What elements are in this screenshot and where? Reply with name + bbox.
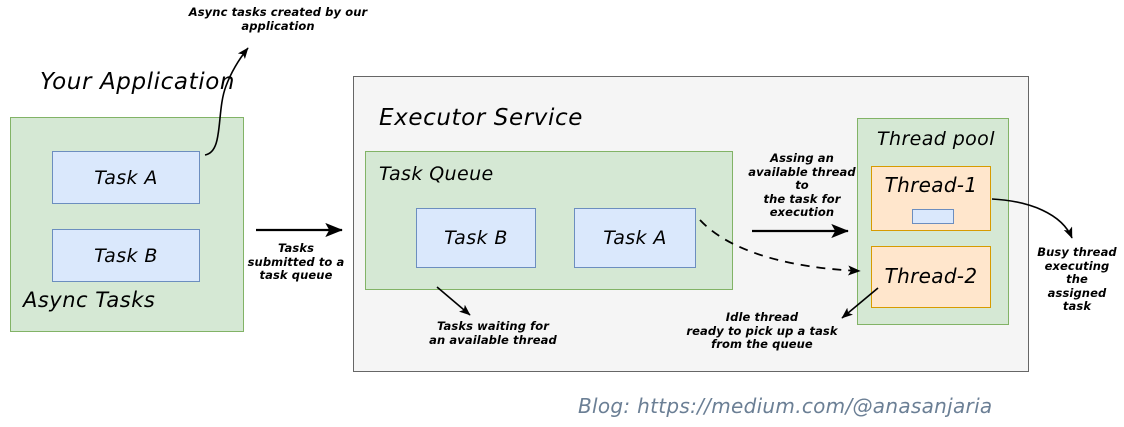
queue-task-a-label: Task A xyxy=(603,227,667,249)
annotation-tasks-waiting: Tasks waiting for an available thread xyxy=(429,319,557,347)
app-task-a-box: Task A xyxy=(52,151,200,204)
annotation-idle-thread: Idle thread ready to pick up a task from… xyxy=(686,310,838,351)
thread-2-label: Thread-2 xyxy=(884,264,978,288)
task-queue-container: Task Queue Task B Task A xyxy=(365,151,733,290)
thread-pool-title: Thread pool xyxy=(877,128,995,150)
thread-pool-container: Thread pool Thread-1 Thread-2 xyxy=(857,118,1009,325)
app-task-b-box: Task B xyxy=(52,229,200,282)
task-queue-title: Task Queue xyxy=(379,163,494,185)
async-tasks-container: Task A Task B Async Tasks xyxy=(10,117,244,332)
thread-1-running-task-indicator xyxy=(912,209,954,224)
annotation-assign-thread: Assing an available thread to the task f… xyxy=(748,151,856,219)
app-task-b-label: Task B xyxy=(94,244,158,267)
annotation-busy-thread: Busy thread executing the assigned task xyxy=(1037,245,1117,313)
your-application-title: Your Application xyxy=(40,69,236,95)
footer-blog-link[interactable]: Blog: https://medium.com/@anasanjaria xyxy=(578,394,993,418)
thread-1-box: Thread-1 xyxy=(871,166,991,231)
annotation-tasks-submitted: Tasks submitted to a task queue xyxy=(247,241,345,282)
queue-task-a-box: Task A xyxy=(574,208,696,268)
executor-service-title: Executor Service xyxy=(379,105,583,131)
app-task-a-label: Task A xyxy=(94,166,158,189)
queue-task-b-box: Task B xyxy=(416,208,536,268)
queue-task-b-label: Task B xyxy=(444,227,508,249)
async-tasks-label: Async Tasks xyxy=(23,288,156,312)
annotation-async-created: Async tasks created by our application xyxy=(188,5,368,33)
thread-2-box: Thread-2 xyxy=(871,246,991,308)
thread-1-label: Thread-1 xyxy=(884,173,978,197)
